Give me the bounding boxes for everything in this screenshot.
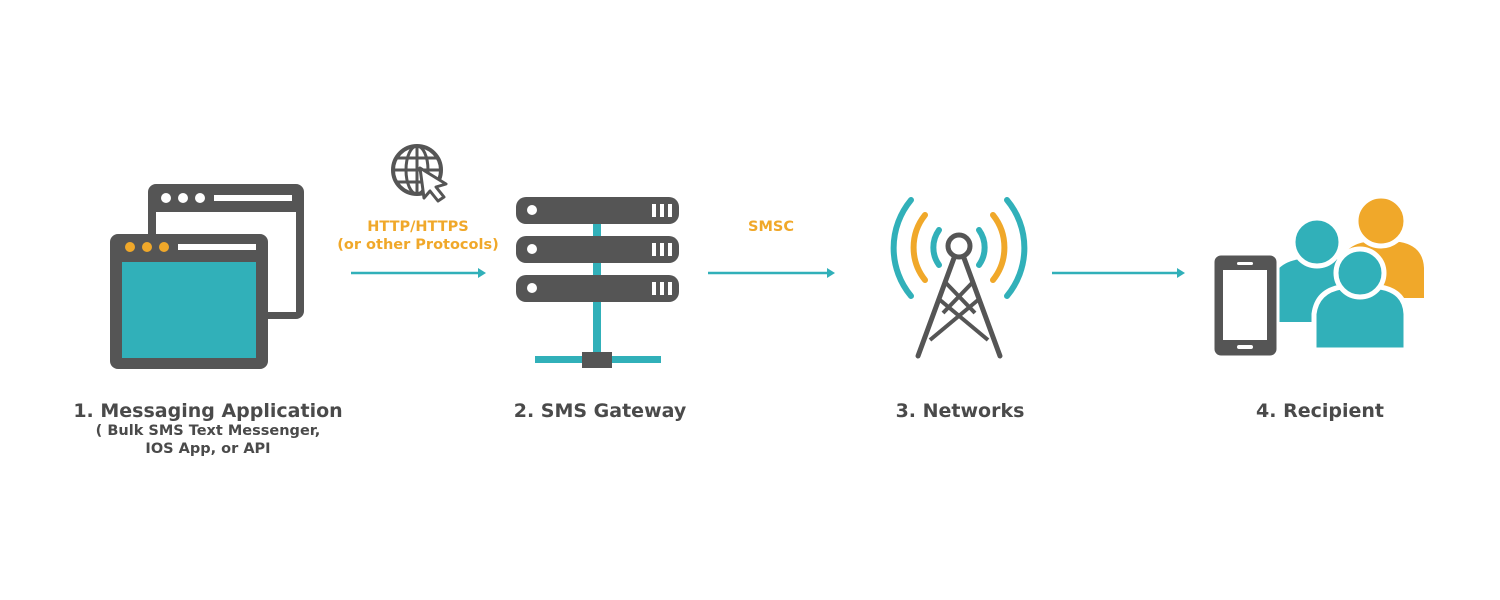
step-label-networks: 3. Networks: [896, 400, 1025, 422]
step-label-messaging-application: 1. Messaging Application: [73, 400, 342, 422]
step-label-sms-gateway: 2. SMS Gateway: [514, 400, 687, 422]
connector-label-http: HTTP/HTTPS: [367, 219, 469, 235]
step-label-recipient: 4. Recipient: [1256, 400, 1384, 422]
connector-label-smsc: SMSC: [748, 219, 794, 235]
server-rack-icon: [516, 197, 679, 368]
browser-windows-icon: [110, 184, 304, 369]
globe-cursor-icon: [391, 144, 448, 203]
arrow-2: [708, 268, 835, 278]
cell-tower-icon: [890, 197, 1028, 359]
phone-people-icon: [1211, 193, 1424, 359]
step-sub-line-2: IOS App, or API: [145, 441, 270, 457]
arrow-3: [1052, 268, 1185, 278]
arrow-1: [351, 268, 486, 278]
connector-label-protocols: (or other Protocols): [337, 237, 498, 253]
step-sub-line-1: ( Bulk SMS Text Messenger,: [96, 423, 321, 439]
